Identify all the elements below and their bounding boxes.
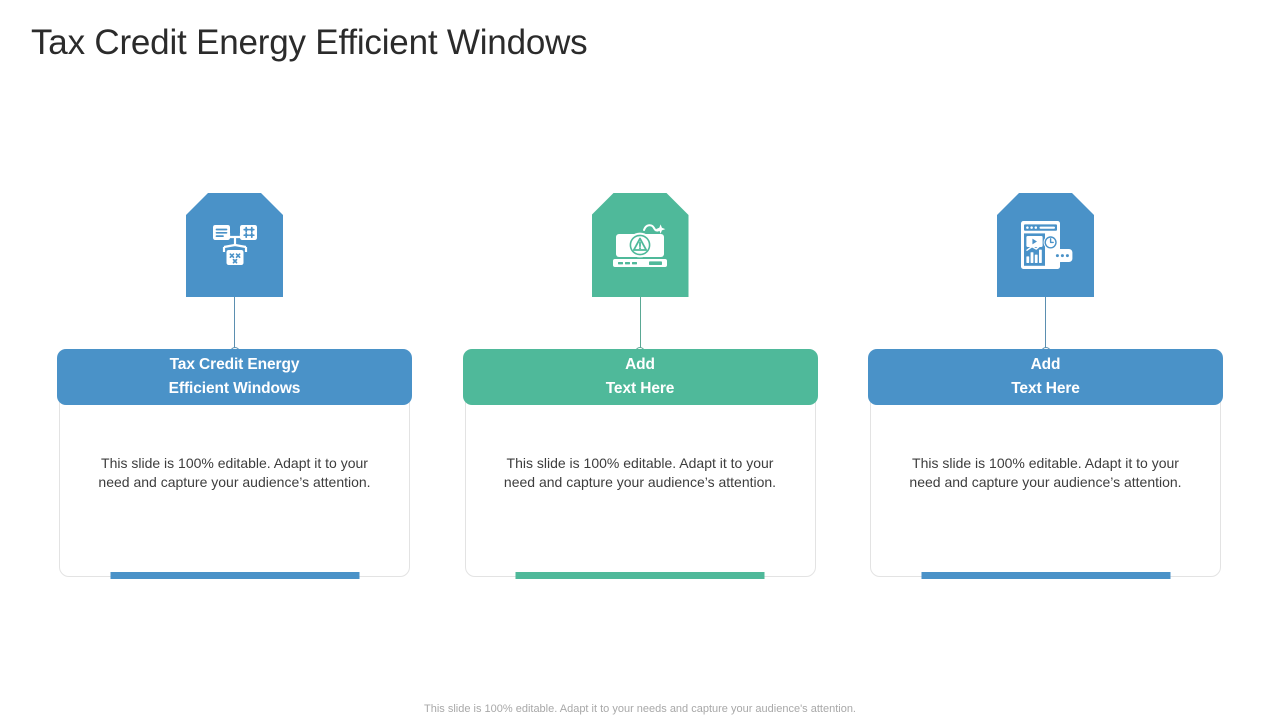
card-title-3-line2: Text Here xyxy=(1011,380,1080,397)
card-title-1-line1: Tax Credit Energy xyxy=(169,356,300,374)
card-header-1: Tax Credit Energy Efficient Windows xyxy=(57,349,412,405)
card-accent-bar-2 xyxy=(515,572,765,579)
info-card-2[interactable]: Add Text Here This slide is 100% editabl… xyxy=(462,349,818,579)
card-title-1-line2: Efficient Windows xyxy=(168,380,301,397)
card-title-3-line1: Add xyxy=(1030,356,1061,374)
card-accent-bar-1 xyxy=(110,572,359,579)
card-body-3: This slide is 100% editable. Adapt it to… xyxy=(870,395,1221,579)
card-header-3: Add Text Here xyxy=(868,349,1223,405)
card-body-text-2: This slide is 100% editable. Adapt it to… xyxy=(503,455,777,491)
page-title: Tax Credit Energy Efficient Windows xyxy=(31,23,588,62)
card-title-2-line2: Text Here xyxy=(605,380,675,397)
column-3: Add Text Here This slide is 100% editabl… xyxy=(868,193,1223,579)
card-body-1: This slide is 100% editable. Adapt it to… xyxy=(59,395,410,579)
card-body-text-3: This slide is 100% editable. Adapt it to… xyxy=(909,455,1182,491)
connector-line-2 xyxy=(635,296,645,357)
footer-note: This slide is 100% editable. Adapt it to… xyxy=(424,703,856,715)
badge-shape-1 xyxy=(186,193,283,297)
card-body-2: This slide is 100% editable. Adapt it to… xyxy=(464,395,816,579)
browser-media-chat-icon xyxy=(1019,219,1073,271)
info-card-1[interactable]: Tax Credit Energy Efficient Windows This… xyxy=(57,349,412,579)
monitor-bomb-alert-icon xyxy=(613,220,667,270)
connector-line-3 xyxy=(1040,296,1051,357)
card-accent-bar-3 xyxy=(921,572,1170,579)
card-body-text-1: This slide is 100% editable. Adapt it to… xyxy=(98,455,371,491)
connector-line-1 xyxy=(229,296,240,357)
card-title-3: Add Text Here xyxy=(1011,353,1080,400)
info-card-3[interactable]: Add Text Here This slide is 100% editabl… xyxy=(868,349,1223,579)
badge-shape-3 xyxy=(997,193,1094,297)
card-title-1: Tax Credit Energy Efficient Windows xyxy=(169,353,301,400)
column-1: Tax Credit Energy Efficient Windows This… xyxy=(57,193,412,579)
card-title-2: Add Text Here xyxy=(606,353,675,400)
flowchart-calculator-icon xyxy=(209,219,261,271)
badge-shape-2 xyxy=(591,193,689,297)
card-title-2-line1: Add xyxy=(625,356,655,374)
column-2: Add Text Here This slide is 100% editabl… xyxy=(462,193,818,579)
three-column-layout: Tax Credit Energy Efficient Windows This… xyxy=(57,193,1223,579)
card-header-2: Add Text Here xyxy=(462,349,818,405)
